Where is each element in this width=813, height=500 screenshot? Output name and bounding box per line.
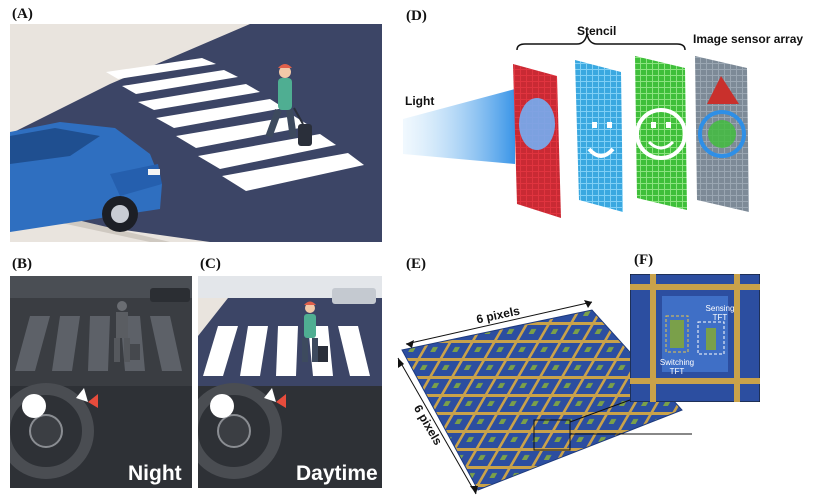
panel-b-night-view: (B) Night	[10, 256, 192, 488]
blue-stencil	[575, 60, 623, 212]
switching-tft-label: Switching TFT	[659, 358, 695, 376]
sensing-tft-label: Sensing TFT	[705, 304, 735, 322]
night-dashboard-illustration	[10, 276, 192, 488]
stencil-diagram	[403, 33, 749, 218]
panel-f-label: (F)	[634, 252, 654, 268]
panel-a-label: (A)	[12, 6, 33, 22]
panel-d-stencil-diagram: (D) Light Stencil Image sensor array	[395, 4, 813, 240]
image-sensor-array-label: Image sensor array	[693, 32, 804, 46]
light-label: Light	[405, 94, 435, 108]
panel-e-label: (E)	[406, 256, 426, 272]
tft-micrograph	[630, 274, 760, 402]
panel-b-label: (B)	[12, 256, 32, 272]
red-stencil	[513, 64, 561, 218]
panel-e-pixel-array: (E) 6 pixels 6 pixels	[392, 250, 692, 498]
panel-f-tft-zoom: (F) Sensing TFT Switching TFT	[630, 252, 760, 402]
image-sensor-array	[695, 56, 749, 212]
panel-d-label: (D)	[406, 8, 427, 24]
street-illustration	[10, 24, 382, 242]
panel-a-street-scene: (A)	[10, 6, 382, 242]
blue-car	[10, 122, 162, 232]
panel-c-label: (C)	[200, 256, 221, 272]
green-stencil	[635, 56, 687, 210]
daytime-caption: Daytime	[296, 462, 378, 485]
pedestrian-silhouette	[114, 301, 140, 362]
night-caption: Night	[128, 462, 182, 485]
pedestrian-daytime	[302, 301, 328, 362]
pedestrian	[265, 64, 312, 146]
panel-c-daytime-view: (C) Daytime	[198, 256, 382, 488]
daytime-dashboard-illustration	[198, 276, 382, 488]
stencil-label: Stencil	[577, 24, 617, 38]
pixel-array-illustration	[397, 300, 692, 495]
